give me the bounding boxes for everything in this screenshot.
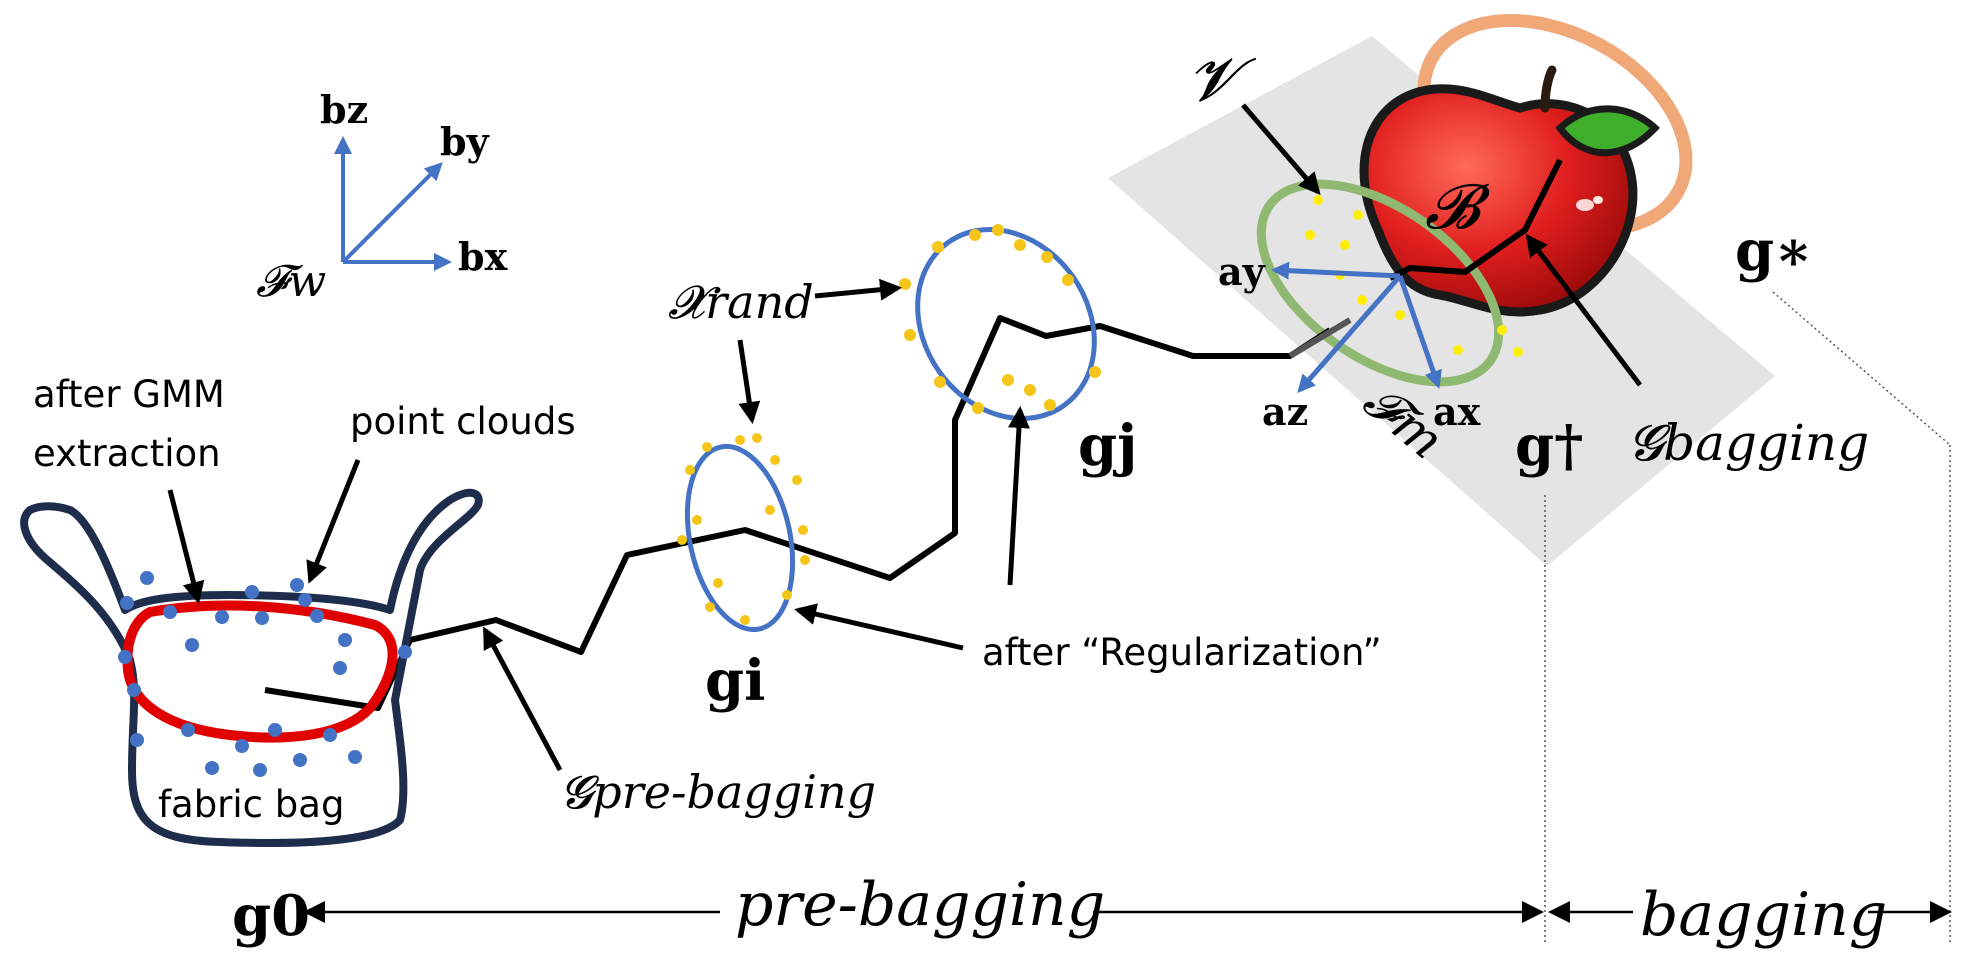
fabric-bag-label: fabric bag <box>158 783 344 826</box>
x-rand-label: 𝓧rand <box>668 275 814 329</box>
axis-bz-label: bz <box>320 87 368 132</box>
axis-bx-label: bx <box>458 234 508 279</box>
regularization-ellipse-gi <box>684 443 796 633</box>
fabric-bag-outline <box>20 488 483 847</box>
gi-label: gi <box>705 648 765 714</box>
annotation-arrows <box>167 103 1642 772</box>
point-clouds-label: point clouds <box>350 400 576 443</box>
timeline-bagging-label: bagging <box>1640 880 1887 950</box>
world-frame-axes <box>334 136 452 271</box>
axis-ax-label: ax <box>1433 389 1481 434</box>
axis-ay-label: ay <box>1218 249 1266 294</box>
g-dagger-label: g† <box>1515 413 1583 479</box>
trajectory-bagging-segment <box>1388 158 1563 281</box>
bag-point-cloud <box>118 571 412 777</box>
g0-label: g0 <box>232 883 310 949</box>
axis-by-label: by <box>440 119 490 164</box>
gi-random-points <box>677 433 810 625</box>
after-gmm-label-line2: extraction <box>33 432 221 475</box>
gj-label: gj <box>1078 413 1137 479</box>
gmm-extraction-ring <box>122 600 398 743</box>
bagging-set-label: 𝓖bagging <box>1628 414 1869 472</box>
world-frame-label: 𝓕w <box>256 256 326 307</box>
manipulation-plane <box>1108 36 1775 566</box>
timeline-pre-bagging-label: pre-bagging <box>735 870 1105 940</box>
axis-az-label: az <box>1262 389 1308 434</box>
trajectory-gray-segment <box>1288 317 1352 359</box>
object-frame-axes <box>1271 261 1442 394</box>
gj-random-points <box>899 224 1101 414</box>
after-regularization-label: after “Regularization” <box>982 631 1382 674</box>
apple-icon <box>1359 65 1660 317</box>
pre-bagging-set-label: 𝓖pre-bagging <box>560 765 876 819</box>
dotted-guides <box>1544 291 1951 945</box>
after-gmm-label-line1: after GMM <box>33 373 225 416</box>
bag-inner-stroke <box>264 315 1332 711</box>
g-star-label: g∗ <box>1735 218 1813 284</box>
